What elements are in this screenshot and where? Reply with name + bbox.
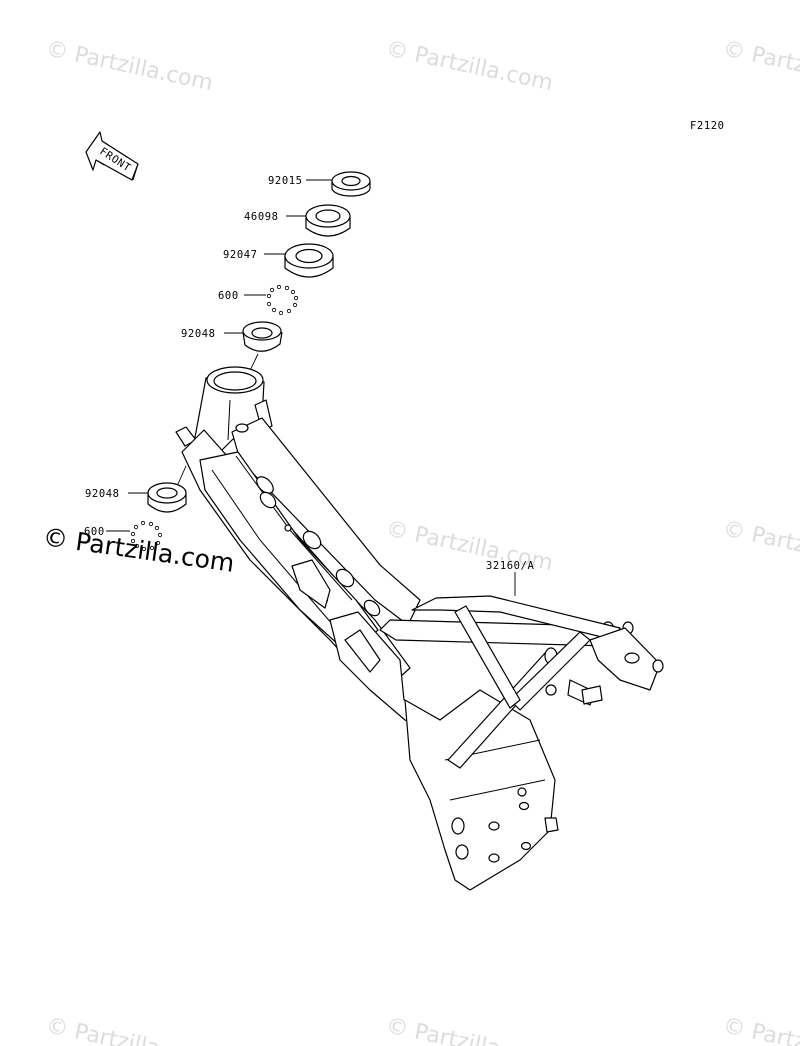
watermark-bottom-left: © Partzilla.com	[44, 1013, 215, 1046]
part-600-steel-balls-lower	[130, 520, 163, 552]
watermark-top-left: © Partzilla.com	[44, 36, 215, 96]
label-46098: 46098	[244, 211, 279, 223]
label-600-lower: 600	[84, 526, 105, 538]
label-92047: 92047	[223, 249, 258, 261]
watermark-middle-right: © Partzilla.com	[721, 516, 800, 576]
label-92048-lower: 92048	[85, 488, 120, 500]
part-92048-race-upper	[242, 321, 283, 352]
part-46098-dust-seal	[305, 204, 351, 237]
watermark-top-center: © Partzilla.com	[384, 36, 555, 96]
part-92048-race-lower	[147, 482, 187, 513]
watermark-top-right: © Partzilla.com	[721, 36, 800, 96]
label-92015: 92015	[268, 175, 303, 187]
leader-92048-lower-to-frame	[177, 465, 187, 485]
frame-assembly-32160	[175, 366, 664, 891]
watermark-bottom-right: © Partzilla.com	[721, 1013, 800, 1046]
watermark-bottom-center: © Partzilla.com	[384, 1013, 555, 1046]
figure-code: F2120	[690, 120, 725, 132]
part-92047-bearing	[284, 243, 334, 278]
watermark-main-text: © Partzilla.com	[41, 522, 236, 578]
partzilla-watermark-logo: © Partzilla.com	[41, 522, 236, 578]
label-32160-a: 32160/A	[486, 560, 535, 572]
label-92048-upper: 92048	[181, 328, 216, 340]
part-92015-steering-stem-nut	[331, 171, 371, 197]
label-600-upper: 600	[218, 290, 239, 302]
front-arrow-icon: FRONT	[85, 131, 139, 181]
part-600-steel-balls-upper	[266, 284, 299, 316]
